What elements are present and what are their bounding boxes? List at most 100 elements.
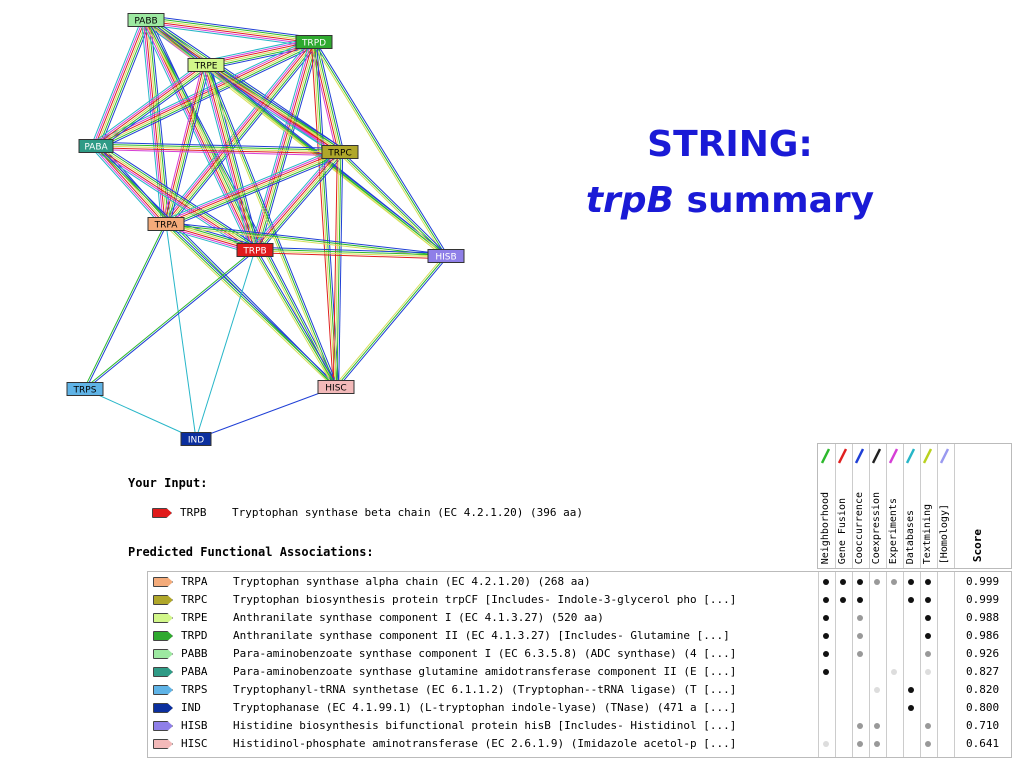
evidence-label: Experiments	[888, 497, 899, 564]
network-edge	[315, 41, 343, 152]
gene-name[interactable]: HISB	[181, 719, 208, 732]
input-gene-name[interactable]: TRPB	[180, 506, 207, 519]
evidence-dot	[857, 723, 863, 729]
association-row[interactable]: TRPA Tryptophan synthase alpha chain (EC …	[148, 574, 1011, 590]
node-trpd[interactable]: TRPD	[295, 35, 333, 49]
gene-name[interactable]: IND	[181, 701, 201, 714]
gene-color-icon	[153, 577, 173, 587]
network-edge	[94, 146, 166, 225]
network-edge	[334, 151, 340, 387]
node-hisb[interactable]: HISB	[427, 249, 465, 263]
slide-subtitle: trpB summary	[560, 180, 900, 221]
evidence-dot	[823, 741, 829, 747]
association-row[interactable]: TRPE Anthranilate synthase component I (E…	[148, 610, 1011, 626]
node-box	[180, 432, 212, 446]
network-edge	[195, 386, 337, 440]
node-label: HISB	[435, 253, 456, 263]
network-edge	[144, 20, 255, 251]
evidence-dot	[925, 651, 931, 657]
gene-name[interactable]: PABB	[181, 647, 208, 660]
network-edge	[334, 254, 446, 387]
evidence-line-icon	[872, 448, 881, 464]
node-label: TRPC	[327, 149, 351, 159]
node-trpb[interactable]: TRPB	[236, 243, 274, 257]
gene-description: Tryptophanase (EC 4.1.99.1) (L-tryptopha…	[233, 701, 737, 714]
evidence-dot	[925, 669, 931, 675]
gene-color-icon	[153, 649, 173, 659]
network-edge	[166, 222, 338, 387]
node-trpe[interactable]: TRPE	[187, 58, 225, 72]
evidence-dot	[857, 741, 863, 747]
column-divider	[903, 572, 904, 757]
network-edge	[310, 42, 334, 388]
node-paba[interactable]: PABA	[78, 139, 114, 153]
node-box	[187, 58, 225, 72]
gene-description: Anthranilate synthase component II (EC 4…	[233, 629, 730, 642]
evidence-dot	[891, 669, 897, 675]
input-gene-description: Tryptophan synthase beta chain (EC 4.2.1…	[232, 506, 583, 519]
gene-name[interactable]: TRPC	[181, 593, 208, 606]
association-row[interactable]: PABB Para-aminobenzoate synthase componen…	[148, 646, 1011, 662]
node-hisc[interactable]: HISC	[317, 380, 355, 394]
network-edge	[85, 224, 168, 390]
network-edge	[164, 41, 314, 224]
evidence-column-coexpression: Coexpression	[869, 444, 887, 568]
network-edge	[95, 146, 255, 252]
network-edge	[93, 18, 144, 146]
evidence-label: Coexpression	[871, 491, 882, 564]
network-edge	[163, 64, 205, 224]
input-row[interactable]: TRPB Tryptophan synthase beta chain (EC 4…	[152, 506, 583, 519]
association-row[interactable]: IND Tryptophanase (EC 4.1.99.1) (L-trypto…	[148, 700, 1011, 716]
network-edge	[204, 37, 314, 62]
gene-color-icon	[153, 595, 173, 605]
gene-name[interactable]: TRPD	[181, 629, 208, 642]
node-box	[127, 13, 165, 27]
network-edge	[98, 20, 149, 148]
column-divider	[937, 572, 938, 757]
evidence-dot	[925, 579, 931, 585]
node-label: TRPS	[73, 386, 97, 396]
node-trpa[interactable]: TRPA	[147, 217, 185, 231]
gene-name[interactable]: TRPS	[181, 683, 208, 696]
gene-description: Tryptophan synthase alpha chain (EC 4.2.…	[233, 575, 591, 588]
node-trpc[interactable]: TRPC	[321, 145, 359, 159]
network-edge	[96, 141, 341, 149]
column-divider	[954, 572, 955, 757]
evidence-column-cooccurrence: Cooccurrence	[852, 444, 870, 568]
node-ind[interactable]: IND	[180, 432, 212, 446]
gene-name[interactable]: TRPA	[181, 575, 208, 588]
evidence-line-icon	[838, 448, 847, 464]
score-value: 0.988	[966, 611, 1000, 624]
evidence-line-icon	[889, 448, 898, 464]
network-edge	[165, 150, 340, 224]
network-edge	[253, 41, 314, 250]
score-value: 0.710	[966, 719, 1000, 732]
evidence-column-textmining: Textmining	[920, 444, 938, 568]
network-edge	[335, 255, 447, 388]
score-value: 0.999	[966, 593, 1000, 606]
gene-name[interactable]: TRPE	[181, 611, 208, 624]
association-row[interactable]: TRPD Anthranilate synthase component II (…	[148, 628, 1011, 644]
column-divider	[920, 572, 921, 757]
network-edge	[254, 249, 337, 388]
gene-name[interactable]: PABA	[181, 665, 208, 678]
network-edge	[145, 20, 314, 44]
gene-description: Para-aminobenzoate synthase component I …	[233, 647, 737, 660]
network-edge	[96, 65, 207, 148]
column-divider	[818, 572, 819, 757]
gene-description: Anthranilate synthase component I (EC 4.…	[233, 611, 604, 624]
evidence-column-genefusion: Gene Fusion	[835, 444, 853, 568]
node-trps[interactable]: TRPS	[66, 382, 104, 396]
network-edge	[165, 223, 337, 388]
gene-name[interactable]: HISC	[181, 737, 208, 750]
gene-color-icon	[153, 631, 173, 641]
evidence-dot	[925, 633, 931, 639]
node-pabb[interactable]: PABB	[127, 13, 165, 27]
network-edge	[338, 152, 446, 258]
